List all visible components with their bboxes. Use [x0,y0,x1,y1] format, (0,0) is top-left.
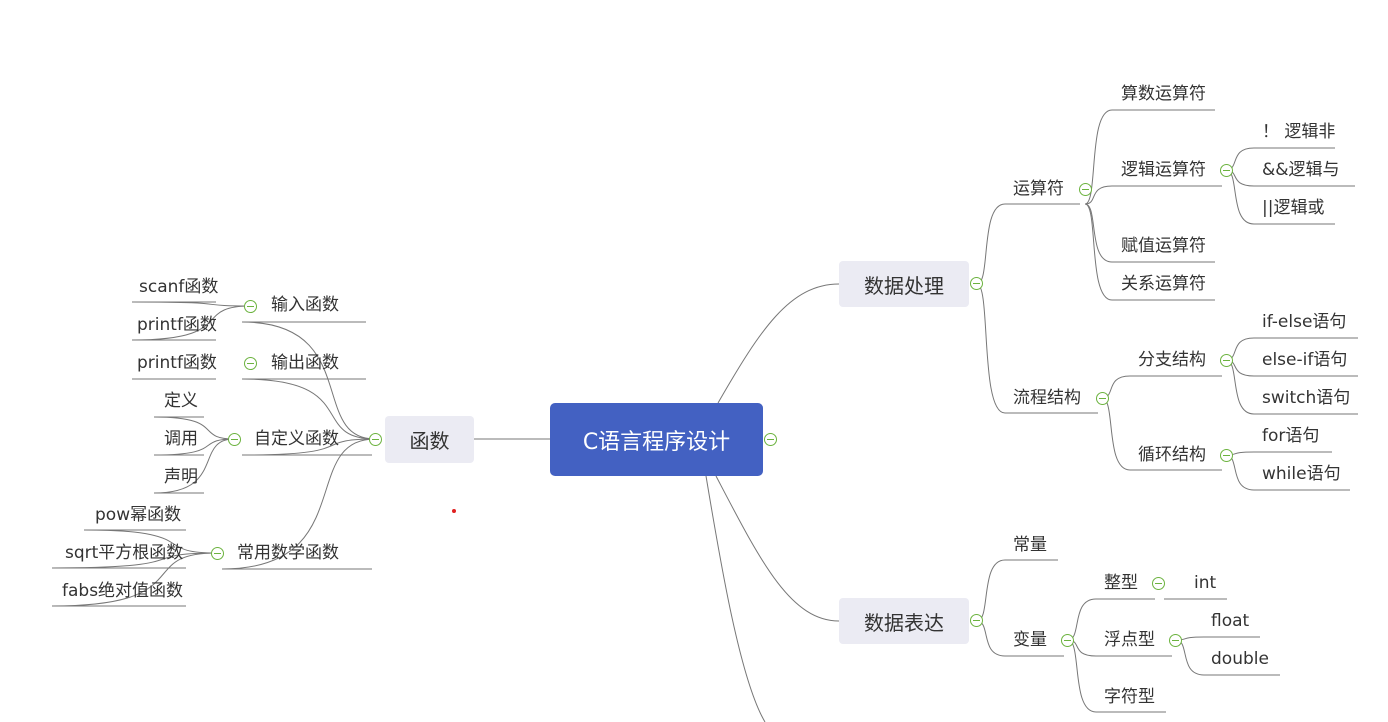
connector [1225,359,1255,415]
leaf-scanf[interactable]: scanf函数 [139,277,219,297]
leaf-sqrt[interactable]: sqrt平方根函数 [65,543,184,563]
connector [1084,109,1113,205]
node-float-type[interactable]: 浮点型 [1104,630,1155,650]
flow-structure-toggle-icon[interactable] [1096,392,1109,405]
node-output-functions[interactable]: 输出函数 [271,353,339,373]
connector [1084,203,1113,263]
data-expression-collapse-toggle-icon[interactable] [970,614,983,627]
node-char-type[interactable]: 字符型 [1104,687,1155,707]
connector [976,620,1006,657]
node-branch-structure[interactable]: 分支结构 [1138,350,1206,370]
connector [715,475,840,622]
leaf-fabs[interactable]: fabs绝对值函数 [62,581,184,601]
leaf-relation-operators[interactable]: 关系运算符 [1121,274,1206,294]
loop-structure-toggle-icon[interactable] [1220,449,1233,462]
node-integer-type[interactable]: 整型 [1104,573,1138,593]
node-variable[interactable]: 变量 [1013,630,1047,650]
leaf-int[interactable]: int [1194,573,1217,593]
leaf-logic-not[interactable]: ！ 逻辑非 [1262,122,1336,142]
connector [83,529,217,554]
leaf-logic-and[interactable]: &&逻辑与 [1262,160,1340,180]
connector [1225,169,1255,225]
node-custom-functions[interactable]: 自定义函数 [254,429,339,449]
input-functions-toggle-icon[interactable] [244,300,257,313]
connector [976,203,1006,285]
connector [976,559,1006,622]
variable-toggle-icon[interactable] [1061,634,1074,647]
connector [241,438,376,456]
node-operators[interactable]: 运算符 [1013,179,1064,199]
root-collapse-toggle-icon[interactable] [764,433,777,446]
connector [51,552,217,569]
leaf-printf-input[interactable]: printf函数 [137,315,217,335]
leaf-float[interactable]: float [1211,611,1250,631]
connector [131,305,251,341]
connector [221,438,376,570]
leaf-pow[interactable]: pow幂函数 [95,505,182,525]
root-node-label: C语言程序设计 [582,429,731,455]
connector [241,378,376,440]
logic-operators-toggle-icon[interactable] [1220,164,1233,177]
node-math-functions[interactable]: 常用数学函数 [237,543,339,563]
leaf-printf-output[interactable]: printf函数 [137,353,217,373]
data-processing-collapse-toggle-icon[interactable] [970,277,983,290]
leaf-call[interactable]: 调用 [164,429,198,449]
node-data-expression[interactable]: 数据表达 [839,598,969,644]
node-logic-operators[interactable]: 逻辑运算符 [1121,160,1206,180]
node-data-processing-label: 数据处理 [864,273,944,298]
connector [153,438,235,494]
connector [717,283,840,404]
node-functions[interactable]: 函数 [385,416,474,463]
node-loop-structure[interactable]: 循环结构 [1138,445,1206,465]
branch-structure-toggle-icon[interactable] [1220,354,1233,367]
node-data-processing[interactable]: 数据处理 [839,261,969,307]
connector [51,552,217,607]
connector [1084,203,1113,301]
leaf-arithmetic-operators[interactable]: 算数运算符 [1121,84,1206,104]
root-node[interactable]: C语言程序设计 [550,403,763,476]
leaf-constant[interactable]: 常量 [1013,535,1047,555]
leaf-switch[interactable]: switch语句 [1262,388,1351,408]
leaf-assign-operators[interactable]: 赋值运算符 [1121,236,1206,256]
leaf-double[interactable]: double [1211,649,1269,669]
connector [153,416,235,440]
connector [241,321,376,440]
connector [1175,639,1205,676]
leaf-define[interactable]: 定义 [164,391,198,411]
connector [153,438,235,456]
node-input-functions[interactable]: 输入函数 [271,295,339,315]
connector [1101,397,1131,471]
custom-functions-toggle-icon[interactable] [228,433,241,446]
connector [1067,598,1097,641]
connector [131,301,251,307]
operators-toggle-icon[interactable] [1079,183,1092,196]
float-type-toggle-icon[interactable] [1169,634,1182,647]
connector [1084,185,1113,205]
functions-collapse-toggle-icon[interactable] [369,433,382,446]
leaf-else-if[interactable]: else-if语句 [1262,350,1348,370]
output-functions-toggle-icon[interactable] [244,357,257,370]
leaf-logic-or[interactable]: ||逻辑或 [1262,198,1325,218]
leaf-for[interactable]: for语句 [1262,426,1320,446]
integer-type-toggle-icon[interactable] [1152,577,1165,590]
connector [705,475,766,722]
leaf-while[interactable]: while语句 [1262,464,1341,484]
leaf-declare[interactable]: 声明 [164,467,198,487]
connector [976,283,1006,414]
node-functions-label: 函数 [409,429,450,453]
cursor-dot [452,509,456,513]
connector [1067,639,1097,713]
leaf-if-else[interactable]: if-else语句 [1262,312,1347,332]
node-data-expression-label: 数据表达 [864,610,944,635]
node-flow-structure[interactable]: 流程结构 [1013,388,1081,408]
math-functions-toggle-icon[interactable] [211,547,224,560]
